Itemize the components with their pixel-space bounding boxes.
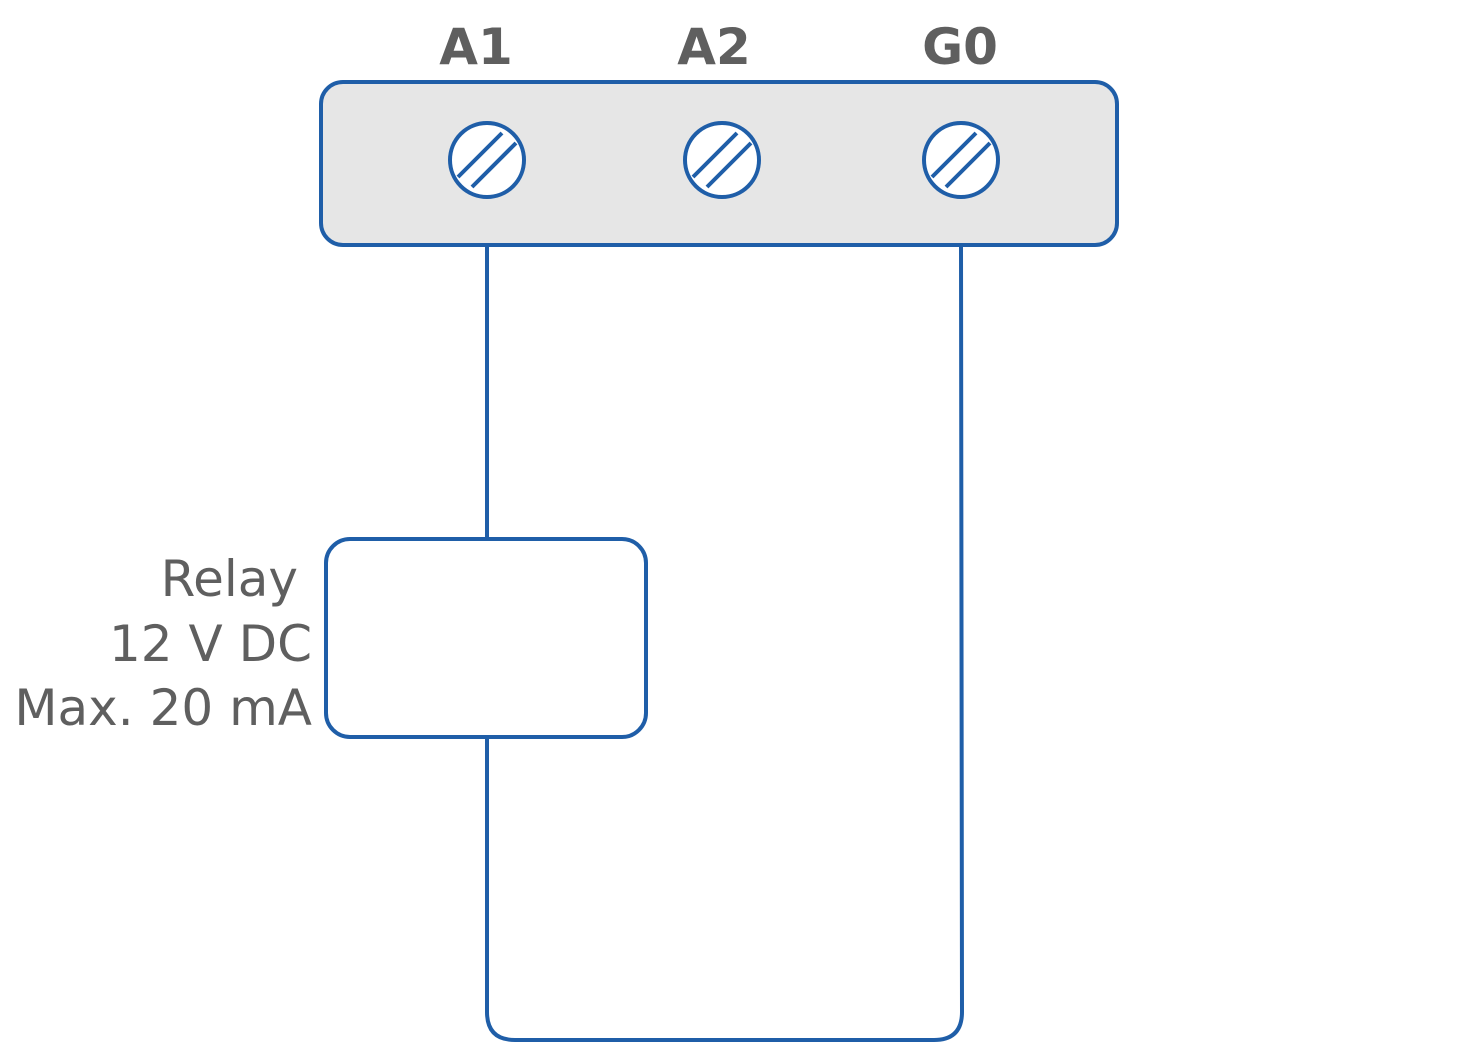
wire-relay-to-g0 <box>485 244 965 1042</box>
relay-name-label: Relay <box>161 550 298 608</box>
terminal-label-g0: G0 <box>922 18 998 76</box>
screw-terminal-g0-icon <box>922 121 1000 199</box>
screw-terminal-a2-icon <box>683 121 761 199</box>
relay-box <box>324 537 648 739</box>
terminal-label-a1: A1 <box>439 18 513 76</box>
terminal-label-a2: A2 <box>677 18 751 76</box>
relay-voltage-label: 12 V DC <box>109 615 312 673</box>
screw-terminal-a1-icon <box>448 121 526 199</box>
relay-current-label: Max. 20 mA <box>14 679 312 737</box>
